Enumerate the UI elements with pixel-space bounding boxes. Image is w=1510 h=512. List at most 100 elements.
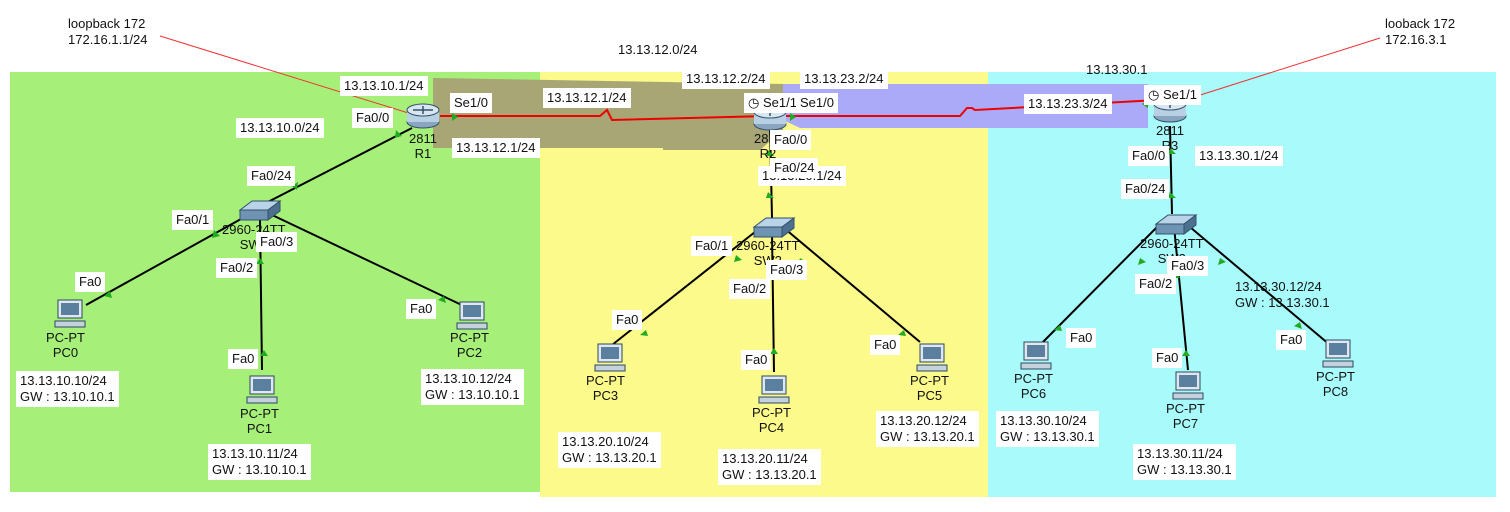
pc-icon[interactable] [1322,339,1354,368]
r1-r2-network-label: 13.13.12.0/24 [618,42,698,57]
pc8-gw: GW : 13.13.30.1 [1235,295,1330,310]
pc0-name: PC0 [52,345,79,360]
sw3-port-fa0-2: Fa0/2 [1135,274,1177,294]
r1-model: 2811 [409,131,437,146]
link-r3-sw3 [1169,125,1173,215]
r1-lan-network-label: 13.13.10.0/24 [236,118,324,138]
sw3-port-fa0-24: Fa0/24 [1121,179,1170,199]
r3-port-se1-1-text: Se1/1 [1162,87,1197,102]
switch-icon[interactable] [1154,214,1198,235]
pc2-ip: 13.13.10.12/24 [425,371,512,386]
switch-icon[interactable] [238,200,282,221]
pc8-name: PC8 [1322,384,1349,399]
r3-port-fa0-0: Fa0/0 [1128,146,1170,166]
pc-icon[interactable] [1172,371,1204,400]
pc7-name: PC7 [1172,416,1199,431]
pc4-gw: GW : 13.13.20.1 [722,467,817,482]
r1-serial-ip-label-2: 13.13.12.1/24 [452,138,540,158]
r2-r3-serial-ip-label: 13.13.23.2/24 [800,69,888,89]
r1-serial-ip-label: 13.13.12.1/24 [543,88,631,108]
loopback-r3-title: looback 172 [1385,16,1456,31]
pc3-type: PC-PT [586,373,625,388]
pc0-ip: 13.13.10.10/24 [20,373,107,388]
sw1-port-fa0-3: Fa0/3 [256,232,298,252]
r3-serial-ip-label: 13.13.23.3/24 [1024,94,1112,114]
sw2-port-fa0-24: Fa0/24 [770,158,819,178]
pc6-port-fa0: Fa0 [1066,328,1097,348]
pc1-name: PC1 [246,421,273,436]
pc3-ip: 13.13.20.10/24 [562,434,649,449]
sw3-port-fa0-3: Fa0/3 [1167,256,1209,276]
pc5-name: PC5 [916,388,943,403]
link-sw3-pc8 [1183,221,1331,346]
pc1-gw: GW : 13.10.10.1 [212,462,307,477]
pc-icon[interactable] [246,375,278,404]
pc2-type: PC-PT [450,330,489,345]
pc8-ip: 13.13.30.12/24 [1235,279,1322,294]
pc2-gw: GW : 13.10.10.1 [425,387,520,402]
loopback-r3-ip: 172.16.3.1 [1385,32,1447,47]
pc-icon[interactable] [456,301,488,330]
link-sw3-pc6 [1039,221,1163,346]
switch-icon[interactable] [752,217,796,238]
pc6-gw: GW : 13.13.30.1 [1000,429,1095,444]
pc6-ip: 13.13.30.10/24 [1000,413,1087,428]
pc4-port-fa0: Fa0 [741,350,772,370]
loopback-r1-pointer [159,35,419,117]
pc-icon[interactable] [758,375,790,404]
pc8-type: PC-PT [1316,369,1355,384]
pc5-ip: 13.13.20.12/24 [880,413,967,428]
r2-port-se1-1-text: Se1/1 [762,95,797,110]
loopback-r1-ip: 172.16.1.1/24 [68,32,148,47]
pc0-type: PC-PT [46,330,85,345]
pc-icon[interactable] [1020,341,1052,370]
sw1-port-fa0-1: Fa0/1 [172,210,214,230]
loopback-r3-note: looback 172 172.16.3.1 [1385,16,1455,48]
pc7-gw: GW : 13.13.30.1 [1137,462,1232,477]
pc3-name: PC3 [592,388,619,403]
pc-icon[interactable] [594,343,626,372]
link-sw1-pc2 [269,213,469,309]
pc4-type: PC-PT [752,405,791,420]
pc5-port-fa0: Fa0 [870,335,901,355]
r3-top-label: 13.13.30.1 [1086,62,1148,77]
sw1-port-fa0-2: Fa0/2 [216,258,258,278]
r1-lan-gateway-label: 13.13.10.1/24 [340,76,428,96]
pc5-type: PC-PT [910,373,949,388]
sw3-model: 2960-24TT [1140,236,1204,251]
pc4-ip: 13.13.20.11/24 [722,451,808,466]
r2-port-se1-1: ◷ Se1/1 [744,93,801,113]
pc1-ip: 13.13.10.11/24 [212,446,298,461]
link-sw3-pc7 [1173,225,1189,371]
pc3-gw: GW : 13.13.20.1 [562,450,657,465]
router-icon[interactable] [406,103,440,129]
pc-icon[interactable] [916,343,948,372]
r1-name: R1 [414,146,432,161]
r1-label: 2811 R1 [409,131,437,161]
r1-port-se1-0: Se1/0 [450,93,492,113]
pc-icon[interactable] [54,299,86,328]
pc7-port-fa0: Fa0 [1152,348,1183,368]
serial-link-r1-r2 [440,108,771,122]
serial-link-r2-r3 [778,99,1159,117]
pc3-port-fa0: Fa0 [612,310,643,330]
r1-port-fa0-0: Fa0/0 [352,108,394,128]
ethernet-links [85,125,1331,373]
